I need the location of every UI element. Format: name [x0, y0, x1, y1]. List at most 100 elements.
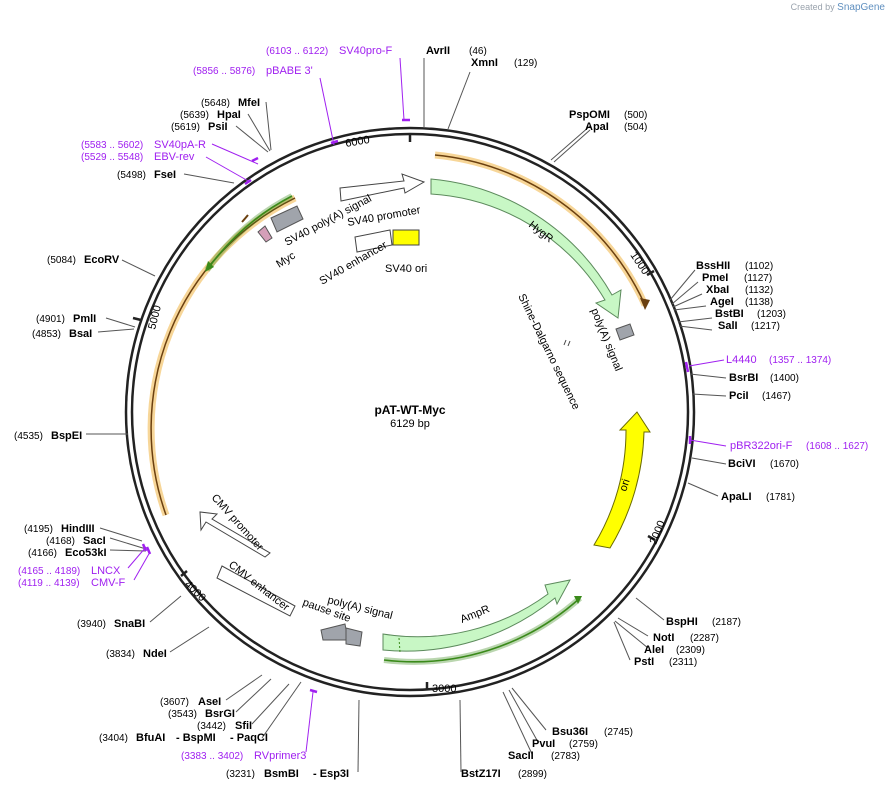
- enzyme-labels-left: (3231) BsmBI - Esp3I (3404) BfuAI - BspM…: [14, 97, 349, 780]
- ampr-label: AmpR: [459, 603, 492, 626]
- svg-text:(1608 .. 1627): (1608 .. 1627): [806, 441, 868, 452]
- enzyme-bsrbi: BsrBI: [729, 372, 758, 384]
- enzyme-pspomi: PspOMI: [569, 109, 610, 121]
- cmv-promoter-arrow: [199, 511, 271, 558]
- svg-text:(4195): (4195): [24, 524, 53, 535]
- sv40-ori-box: [392, 229, 420, 246]
- svg-text:(4165 .. 4189): (4165 .. 4189): [18, 566, 80, 577]
- enzyme-labels-right: AvrII (46) XmnI (129) PspOMI (500) ApaI …: [426, 45, 799, 780]
- myc-small-arc: [241, 214, 249, 223]
- enzyme-apai: ApaI: [585, 121, 609, 133]
- svg-text:(4853): (4853): [32, 329, 61, 340]
- svg-text:(2899): (2899): [518, 769, 547, 780]
- plasmid-name: pAT-WT-Myc: [374, 403, 445, 417]
- sv40-ori-label: SV40 ori: [385, 263, 427, 275]
- orf-arcs: [147, 151, 650, 665]
- svg-text:(2309): (2309): [676, 645, 705, 656]
- enzyme-ndei: NdeI: [143, 648, 167, 660]
- hygr-arrow: [430, 178, 622, 319]
- svg-text:(46): (46): [469, 46, 487, 57]
- plasmid-length: 6129 bp: [390, 418, 430, 430]
- primer-sv40pa-r: SV40pA-R: [154, 139, 206, 151]
- enzyme-bsrgi: BsrGI: [205, 708, 235, 720]
- primer-marks: [141, 118, 692, 694]
- enzyme-saci: SacI: [83, 535, 106, 547]
- ori-label: ori: [617, 478, 632, 493]
- enzyme-fsei: FseI: [154, 169, 176, 181]
- svg-text:(4166): (4166): [28, 548, 57, 559]
- enzyme-bsai: BsaI: [69, 328, 92, 340]
- enzyme-bsmbi: BsmBI: [264, 768, 299, 780]
- primer-labels: (6103 .. 6122) SV40pro-F (5856 .. 5876) …: [18, 45, 868, 762]
- svg-text:(5619): (5619): [171, 122, 200, 133]
- tick-2000: 2000: [648, 519, 668, 546]
- tick-5000: 5000: [146, 304, 164, 331]
- enzyme-pcii: PciI: [729, 390, 749, 402]
- sv40-promoter-arrow: [339, 173, 426, 202]
- svg-text:(2287): (2287): [690, 633, 719, 644]
- enzyme-noti: NotI: [653, 632, 674, 644]
- sv40-polya-box: [270, 205, 304, 233]
- enzyme-esp3i: - Esp3I: [313, 768, 349, 780]
- svg-text:(6103 .. 6122): (6103 .. 6122): [266, 46, 328, 57]
- primer-leaders: [127, 57, 727, 753]
- svg-text:(3442): (3442): [197, 721, 226, 732]
- enzyme-bfuai: BfuAI: [136, 732, 165, 744]
- svg-text:(1132): (1132): [745, 285, 773, 296]
- primer-pbabe-3: pBABE 3': [266, 65, 313, 77]
- tick-3000: 3000: [432, 683, 456, 695]
- svg-text:(4535): (4535): [14, 431, 43, 442]
- svg-text:(5648): (5648): [201, 98, 230, 109]
- svg-text:(1217): (1217): [751, 321, 780, 332]
- enzyme-pmei: PmeI: [702, 272, 728, 284]
- enzyme-paqci: - PaqCI: [230, 732, 268, 744]
- primer-rvprimer3: RVprimer3: [254, 750, 306, 762]
- enzyme-xbai: XbaI: [706, 284, 729, 296]
- svg-text:(1203): (1203): [757, 309, 786, 320]
- primer-pbr322ori-f: pBR322ori-F: [730, 440, 793, 452]
- svg-text:(5583 .. 5602): (5583 .. 5602): [81, 140, 143, 151]
- enzyme-bsshii: BssHII: [696, 260, 730, 272]
- svg-text:(3607): (3607): [160, 697, 189, 708]
- svg-text:(3543): (3543): [168, 709, 197, 720]
- svg-text:(4901): (4901): [36, 314, 65, 325]
- credit-prefix: Created by: [790, 2, 835, 12]
- tick-6000: 6000: [344, 134, 370, 150]
- svg-text:(5529 .. 5548): (5529 .. 5548): [81, 152, 143, 163]
- svg-text:(1400): (1400): [770, 373, 799, 384]
- svg-text:(1357 .. 1374): (1357 .. 1374): [769, 355, 831, 366]
- features: [199, 173, 651, 653]
- enzyme-sfii: SfiI: [235, 720, 252, 732]
- enzyme-bsphi: BspHI: [666, 616, 698, 628]
- myc-label: Myc: [274, 249, 298, 270]
- snapgene-credit: Created by SnapGene: [791, 2, 885, 13]
- polya-signal-2-box: [345, 627, 363, 647]
- primer-cmv-f: CMV-F: [91, 577, 126, 589]
- primer-l4440: L4440: [726, 354, 757, 366]
- svg-text:(1670): (1670): [770, 459, 799, 470]
- enzyme-sali: SalI: [718, 320, 738, 332]
- enzyme-bspei: BspEI: [51, 430, 82, 442]
- svg-text:(2745): (2745): [604, 727, 633, 738]
- enzyme-alei: AleI: [644, 644, 664, 656]
- polya-signal-box: [615, 323, 635, 341]
- svg-text:(5498): (5498): [117, 170, 146, 181]
- enzyme-asei: AseI: [198, 696, 221, 708]
- primer-ebv-rev: EBV-rev: [154, 151, 195, 163]
- svg-text:(2311): (2311): [669, 657, 697, 668]
- svg-text:(1102): (1102): [745, 261, 773, 272]
- enzyme-xmni: XmnI: [471, 57, 498, 69]
- enzyme-bstbi: BstBI: [715, 308, 744, 320]
- enzyme-leaders: [86, 58, 727, 773]
- svg-text:(3383 .. 3402): (3383 .. 3402): [181, 751, 243, 762]
- svg-text:(1127): (1127): [744, 273, 772, 284]
- snapgene-logo: SnapGene: [837, 2, 885, 13]
- enzyme-snabi: SnaBI: [114, 618, 145, 630]
- pause-site-box: [320, 623, 349, 641]
- svg-text:(4119 .. 4139): (4119 .. 4139): [18, 578, 80, 589]
- svg-text:(500): (500): [624, 110, 647, 121]
- enzyme-bspmi: - BspMI: [176, 732, 216, 744]
- enzyme-pvui: PvuI: [532, 738, 555, 750]
- svg-text:(5856 .. 5876): (5856 .. 5876): [193, 66, 255, 77]
